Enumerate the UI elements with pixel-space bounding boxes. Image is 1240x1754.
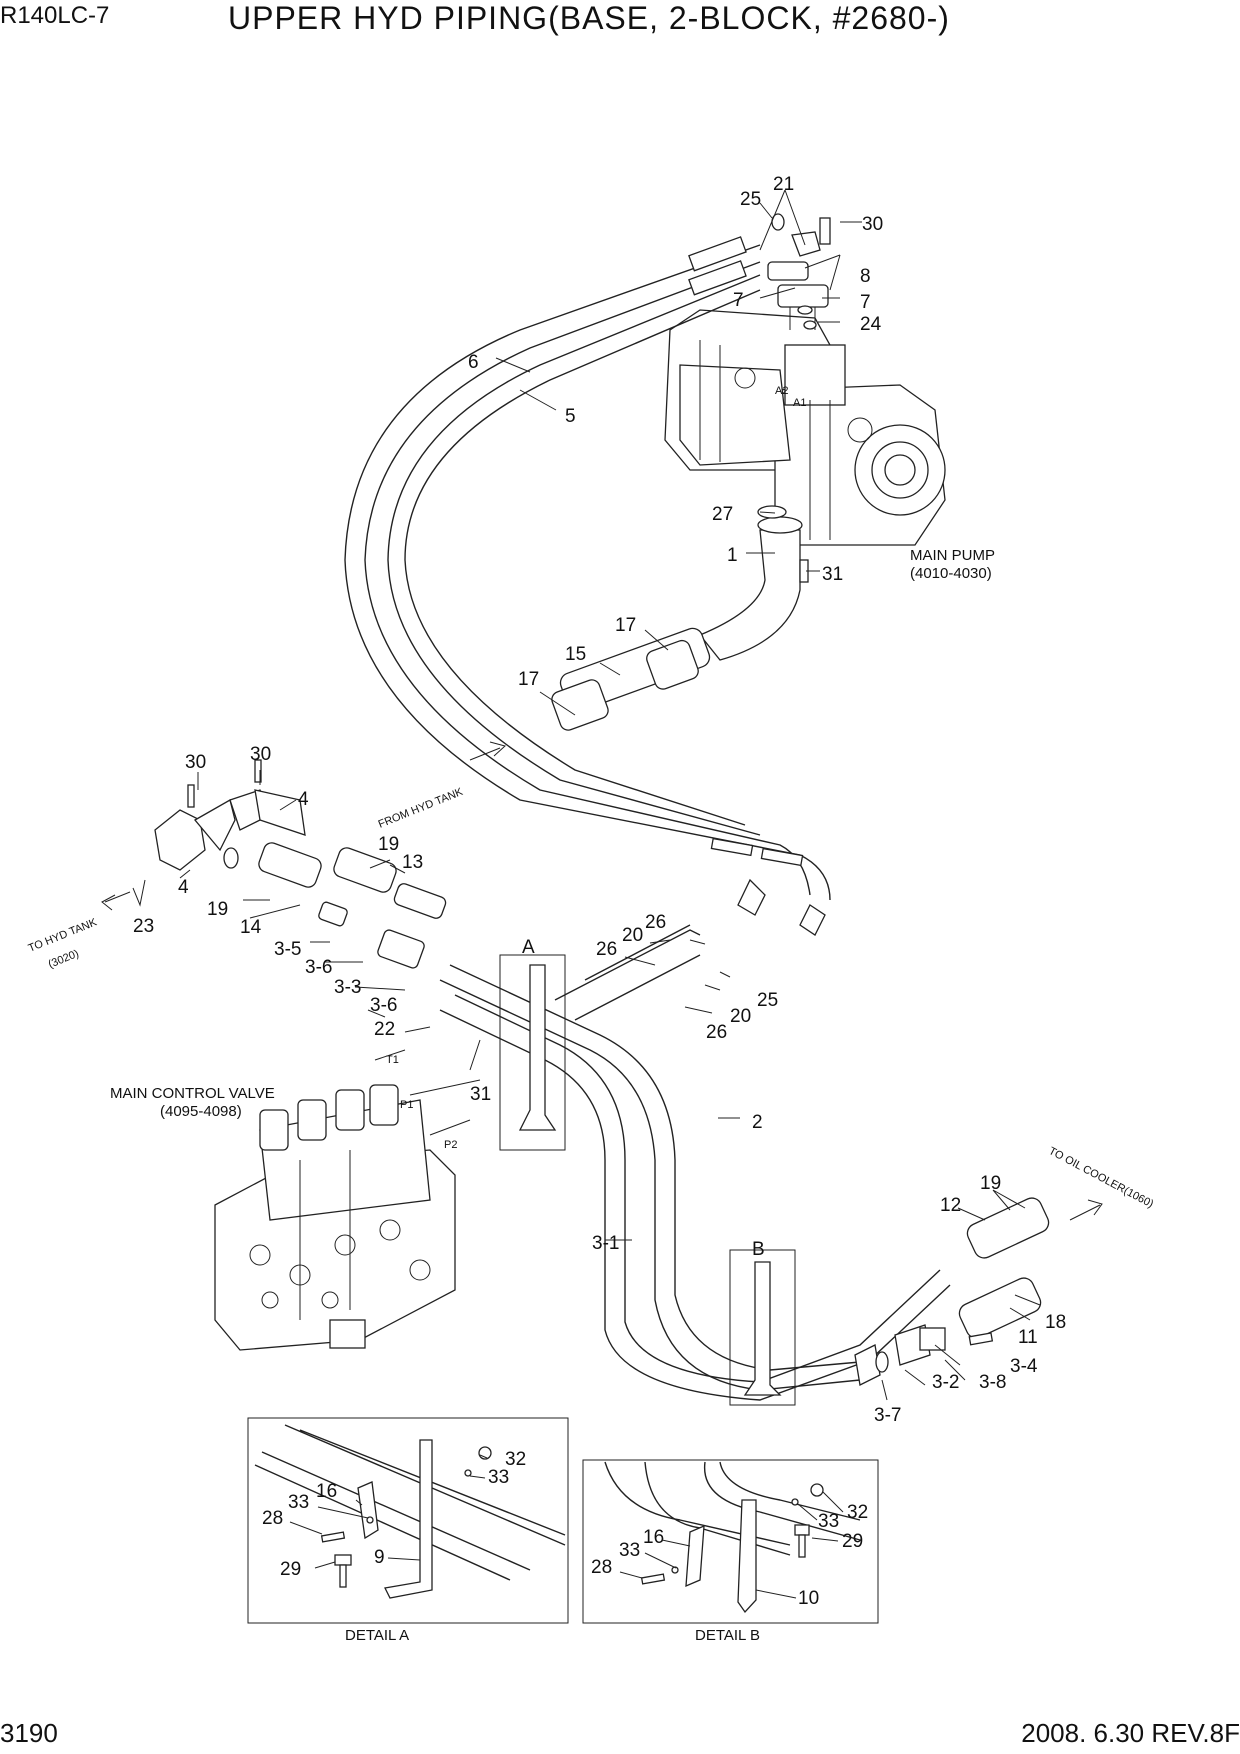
callout-14: 14 <box>240 917 262 938</box>
detail-a-callout-28: 28 <box>262 1508 283 1529</box>
callout-12: 12 <box>940 1195 961 1216</box>
mark-b: B <box>752 1239 765 1260</box>
callout-7: 7 <box>860 292 871 313</box>
callout-18: 18 <box>1045 1312 1066 1333</box>
callout-15: 15 <box>565 644 586 665</box>
callout-5: 5 <box>565 406 576 427</box>
callout-3-6: 3-6 <box>305 957 332 978</box>
from-tank-note: FROM HYD TANK <box>377 786 466 831</box>
callout-3-4: 3-4 <box>1010 1356 1038 1377</box>
detail-b-callout-10: 10 <box>798 1588 819 1609</box>
detail-a-callout-16: 16 <box>316 1481 337 1502</box>
port-a1: A1 <box>793 397 806 409</box>
callout-4: 4 <box>298 789 309 810</box>
detail-b-callout-33: 33 <box>619 1540 640 1561</box>
tank-return-fittings <box>154 759 447 969</box>
mark-a: A <box>522 937 535 958</box>
mark-box-b <box>729 1249 796 1406</box>
detail-a-label: DETAIL A <box>345 1627 409 1644</box>
detail-b-callout-16: 16 <box>643 1527 664 1548</box>
callout-23: 23 <box>133 916 154 937</box>
to-tank-ref: (3020) <box>47 948 81 971</box>
callout-25: 25 <box>757 990 778 1011</box>
callout-30: 30 <box>250 744 271 765</box>
detail-b <box>582 1459 879 1624</box>
main-pump <box>664 299 946 546</box>
callout-1: 1 <box>727 545 738 566</box>
detail-b-callout-28: 28 <box>591 1557 612 1578</box>
callout-6: 6 <box>468 352 479 373</box>
callout-22: 22 <box>374 1019 395 1040</box>
port-p1: P1 <box>400 1099 413 1111</box>
callout-20: 20 <box>730 1006 751 1027</box>
detail-b-callout-33: 33 <box>818 1511 839 1532</box>
callout-3-5: 3-5 <box>274 939 301 960</box>
hose-5-6 <box>344 236 831 936</box>
detail-b-callout-32: 32 <box>847 1502 868 1523</box>
callout-3-2: 3-2 <box>932 1372 959 1393</box>
to-cooler-note: TO OIL COOLER(1060) <box>1047 1145 1156 1210</box>
callout-31: 31 <box>822 564 843 585</box>
callout-21: 21 <box>773 174 794 195</box>
mcv-note: MAIN CONTROL VALVE <box>110 1085 275 1102</box>
main-pump-range: (4010-4030) <box>910 565 992 582</box>
to-tank-note: TO HYD TANK <box>27 916 100 955</box>
detail-b-label: DETAIL B <box>695 1627 760 1644</box>
detail-a-callout-33: 33 <box>288 1492 309 1513</box>
mark-box-a <box>499 954 566 1151</box>
callout-27: 27 <box>712 504 733 525</box>
page-title: UPPER HYD PIPING(BASE, 2-BLOCK, #2680-) <box>228 0 950 36</box>
callout-8: 8 <box>860 266 871 287</box>
detail-a-callout-29: 29 <box>280 1559 301 1580</box>
callout-3-1: 3-1 <box>592 1233 619 1254</box>
callout-19: 19 <box>378 834 399 855</box>
detail-a-callout-32: 32 <box>505 1449 526 1470</box>
port-a2: A2 <box>775 385 788 397</box>
main-control-valve <box>214 1084 456 1351</box>
detail-a-callout-33: 33 <box>488 1467 509 1488</box>
suction-pipe <box>551 505 809 731</box>
callout-19: 19 <box>980 1173 1001 1194</box>
detail-a <box>247 1417 569 1624</box>
pump-top-fittings <box>767 213 831 330</box>
callout-13: 13 <box>402 852 423 873</box>
callout-26: 26 <box>645 912 666 933</box>
main-pump-note: MAIN PUMP <box>910 547 995 564</box>
callout-2: 2 <box>752 1112 763 1133</box>
flow-arrows <box>101 741 1103 1221</box>
callout-20: 20 <box>622 925 643 946</box>
callout-31: 31 <box>470 1084 491 1105</box>
callout-4: 4 <box>178 877 189 898</box>
callout-3-3: 3-3 <box>334 977 361 998</box>
callout-3-8: 3-8 <box>979 1372 1006 1393</box>
callout-26: 26 <box>596 939 617 960</box>
model-number: R140LC-7 <box>0 2 110 29</box>
callout-26: 26 <box>706 1022 727 1043</box>
pipe-2-and-3-1 <box>439 924 951 1401</box>
detail-a-callout-9: 9 <box>374 1547 385 1568</box>
page-number: 3190 <box>0 1718 58 1748</box>
callout-24: 24 <box>860 314 882 335</box>
callout-11: 11 <box>1018 1327 1038 1348</box>
callout-17: 17 <box>615 615 636 636</box>
callout-3-6: 3-6 <box>370 995 397 1016</box>
detail-b-callout-29: 29 <box>842 1531 863 1552</box>
oil-cooler-fittings <box>854 1197 1050 1386</box>
port-t1: T1 <box>386 1054 399 1066</box>
page-header: R140LC-7 UPPER HYD PIPING(BASE, 2-BLOCK,… <box>0 0 1240 60</box>
callout-30: 30 <box>185 752 206 773</box>
callout-7: 7 <box>733 290 744 311</box>
callout-19: 19 <box>207 899 228 920</box>
callout-17: 17 <box>518 669 539 690</box>
port-p2: P2 <box>444 1139 457 1151</box>
callout-25: 25 <box>740 189 761 210</box>
callout-3-7: 3-7 <box>874 1405 901 1426</box>
revision-date: 2008. 6.30 REV.8F <box>1021 1718 1240 1748</box>
mcv-range: (4095-4098) <box>160 1103 242 1120</box>
callout-30: 30 <box>862 214 883 235</box>
callout-numbers: 21 25 30 8 7 7 24 6 5 27 1 31 17 15 17 3… <box>133 174 1066 1426</box>
